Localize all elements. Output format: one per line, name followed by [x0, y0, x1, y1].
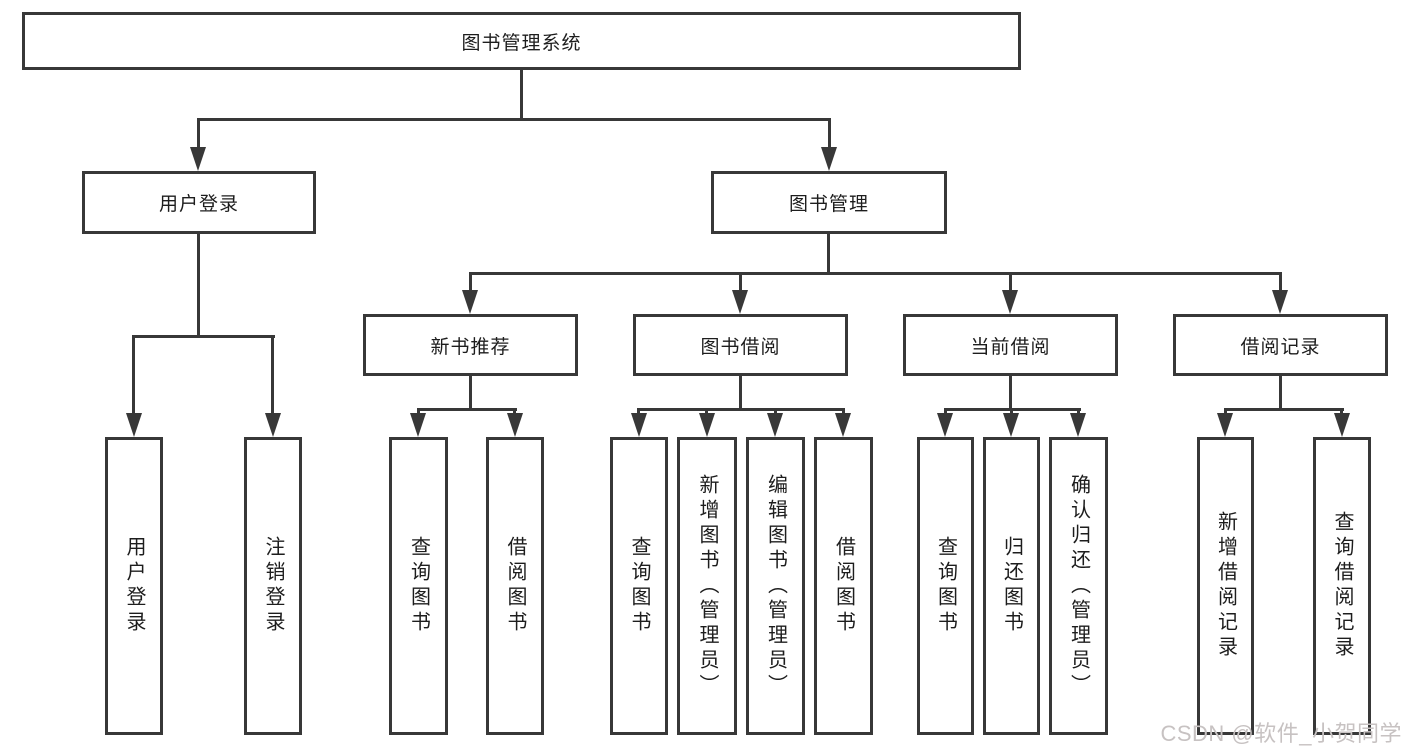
leaf-confirm-return-admin: 确认归还（管理员）	[1049, 437, 1108, 735]
connector-line	[520, 70, 523, 121]
connector-line	[469, 376, 472, 410]
leaf-user-login: 用户登录	[105, 437, 163, 735]
connector-line	[827, 234, 830, 275]
node-library-system: 图书管理系统	[22, 12, 1021, 70]
connector-line	[271, 335, 274, 420]
connector-line	[739, 376, 742, 410]
connector-line	[197, 234, 200, 337]
connector-line	[739, 272, 742, 294]
leaf-add-borrow-record: 新增借阅记录	[1197, 437, 1254, 735]
connector-line	[132, 335, 135, 420]
node-book-management: 图书管理	[711, 171, 947, 234]
connector-line	[1009, 272, 1012, 294]
leaf-borrow-books-recommend: 借阅图书	[486, 437, 544, 735]
arrowhead-down	[1070, 413, 1086, 437]
arrowhead-down	[1334, 413, 1350, 437]
connector-line	[1279, 376, 1282, 410]
arrowhead-down	[821, 147, 837, 171]
connector-line	[417, 408, 517, 411]
arrowhead-down	[1217, 413, 1233, 437]
arrowhead-down	[265, 413, 281, 437]
arrowhead-down	[767, 413, 783, 437]
csdn-watermark: CSDN @软件_小贺同学	[1160, 721, 1402, 746]
leaf-query-books-recommend: 查询图书	[389, 437, 448, 735]
leaf-query-borrow-record: 查询借阅记录	[1313, 437, 1371, 735]
arrowhead-down	[507, 413, 523, 437]
connector-line	[469, 272, 472, 294]
connector-line	[637, 408, 845, 411]
leaf-edit-books-admin: 编辑图书（管理员）	[746, 437, 805, 735]
leaf-borrow-books: 借阅图书	[814, 437, 873, 735]
node-book-borrow: 图书借阅	[633, 314, 848, 376]
arrowhead-down	[462, 290, 478, 314]
arrowhead-down	[1002, 290, 1018, 314]
arrowhead-down	[732, 290, 748, 314]
connector-line	[197, 118, 831, 121]
arrowhead-down	[1272, 290, 1288, 314]
leaf-add-books-admin: 新增图书（管理员）	[677, 437, 737, 735]
connector-line	[1224, 408, 1344, 411]
node-new-book-recommend: 新书推荐	[363, 314, 578, 376]
arrowhead-down	[126, 413, 142, 437]
node-borrow-records: 借阅记录	[1173, 314, 1388, 376]
arrowhead-down	[699, 413, 715, 437]
connector-line	[132, 335, 275, 338]
connector-line	[197, 118, 200, 152]
connector-line	[828, 118, 831, 152]
leaf-return-books: 归还图书	[983, 437, 1040, 735]
arrowhead-down	[631, 413, 647, 437]
leaf-query-books-borrow: 查询图书	[610, 437, 668, 735]
connector-line	[1009, 376, 1012, 410]
arrowhead-down	[1003, 413, 1019, 437]
leaf-logout: 注销登录	[244, 437, 302, 735]
connector-line	[469, 272, 1282, 275]
leaf-query-books-current: 查询图书	[917, 437, 974, 735]
arrowhead-down	[937, 413, 953, 437]
arrowhead-down	[190, 147, 206, 171]
node-user-login: 用户登录	[82, 171, 316, 234]
arrowhead-down	[410, 413, 426, 437]
connector-line	[1279, 272, 1282, 294]
arrowhead-down	[835, 413, 851, 437]
node-current-borrow: 当前借阅	[903, 314, 1118, 376]
